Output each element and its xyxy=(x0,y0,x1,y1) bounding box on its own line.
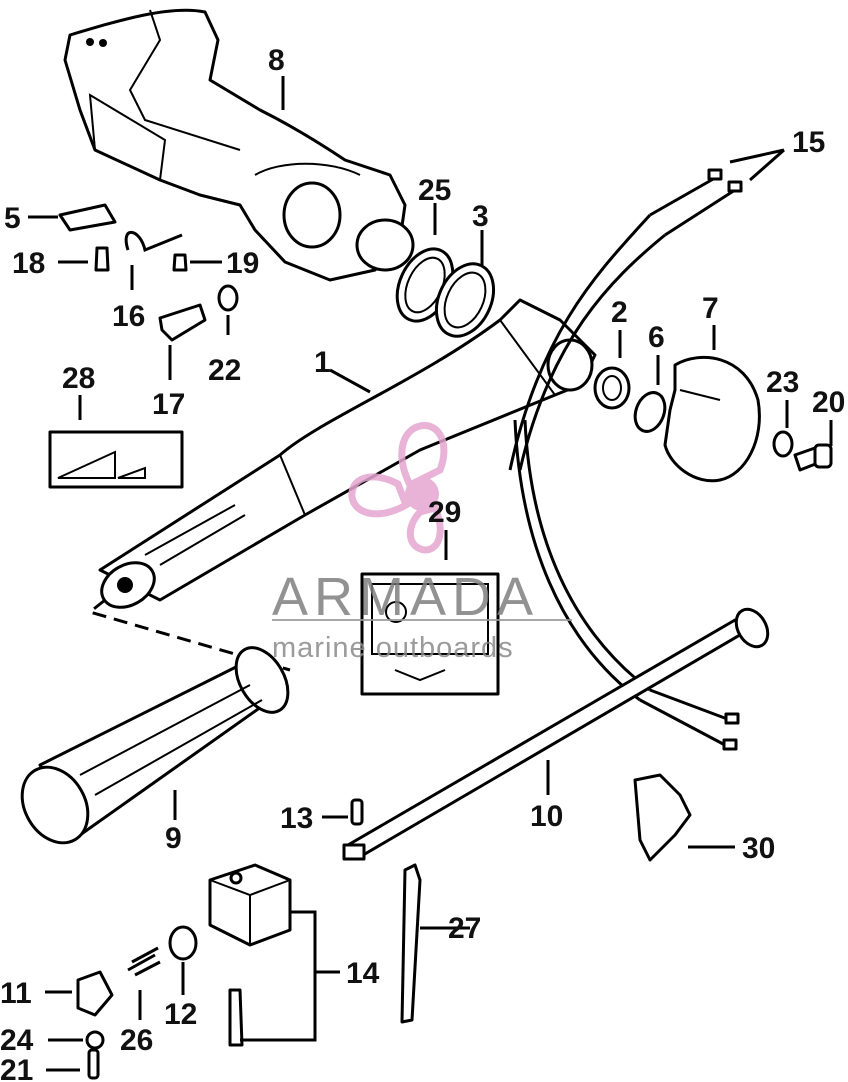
callout-22: 22 xyxy=(208,354,241,387)
part-21-screw xyxy=(87,1048,100,1080)
callout-5: 5 xyxy=(4,202,21,235)
callout-20: 20 xyxy=(812,386,845,419)
part-3-ring xyxy=(434,262,496,338)
callout-2: 2 xyxy=(611,296,628,329)
watermark: ARMADA marine outboards xyxy=(272,422,572,664)
callout-17: 17 xyxy=(152,388,185,421)
callout-29: 29 xyxy=(428,496,461,529)
part-30-plate xyxy=(633,773,692,862)
watermark-title: ARMADA xyxy=(272,567,539,627)
part-11-nut xyxy=(76,970,114,1017)
part-24-lockwasher xyxy=(85,1030,105,1050)
callout-10: 10 xyxy=(530,800,563,833)
callout-8: 8 xyxy=(268,44,285,77)
part-13-pin xyxy=(350,798,364,826)
callout-26: 26 xyxy=(120,1024,153,1057)
part-16-spring-clip xyxy=(124,230,183,253)
callout-21: 21 xyxy=(0,1054,33,1082)
part-10-rod xyxy=(342,607,770,861)
callout-23: 23 xyxy=(766,366,799,399)
part-29-decal xyxy=(360,572,500,696)
callout-11: 11 xyxy=(0,977,32,1010)
part-12-clip xyxy=(168,925,198,961)
part-20-bolt xyxy=(793,443,833,472)
callout-19: 19 xyxy=(226,247,259,280)
part-15-cables xyxy=(508,168,743,751)
propeller-logo xyxy=(348,422,448,554)
callout-25: 25 xyxy=(418,174,451,207)
part-2-bushing xyxy=(593,366,631,410)
callout-9: 9 xyxy=(165,822,182,855)
part-19-screw xyxy=(172,253,188,272)
callout-18: 18 xyxy=(12,247,45,280)
part-23-washer xyxy=(772,430,794,458)
callout-24: 24 xyxy=(0,1024,34,1057)
part-8-bracket-housing xyxy=(63,8,415,282)
part-5-plate xyxy=(58,203,117,232)
callout-3: 3 xyxy=(472,200,489,233)
part-14-block xyxy=(208,863,292,1047)
part-7-end-cap xyxy=(663,355,761,483)
callout-16: 16 xyxy=(112,300,145,333)
callout-6: 6 xyxy=(648,321,665,354)
callout-14: 14 xyxy=(346,957,380,990)
leader-lines xyxy=(28,76,833,1072)
callout-30: 30 xyxy=(742,832,775,865)
part-6-washer xyxy=(633,391,667,433)
callout-27: 27 xyxy=(448,912,481,945)
dashed-leader xyxy=(86,598,291,672)
callout-12: 12 xyxy=(164,998,197,1031)
part-9-grip xyxy=(20,646,290,845)
callout-15: 15 xyxy=(792,126,825,159)
callout-7: 7 xyxy=(702,292,719,325)
callout-13: 13 xyxy=(280,802,313,835)
part-17-bolt xyxy=(158,303,207,342)
part-27-cable-tie xyxy=(400,863,422,1024)
callout-28: 28 xyxy=(62,362,95,395)
callout-1: 1 xyxy=(314,346,331,379)
callout-labels: 8 15 25 3 5 18 19 16 22 17 28 1 2 7 6 23… xyxy=(0,44,845,1082)
part-28-decal xyxy=(48,430,184,489)
part-18-screw xyxy=(94,246,110,272)
part-1-tiller-arm xyxy=(98,298,597,609)
part-22-washer xyxy=(217,284,239,312)
part-26-spring xyxy=(127,946,161,977)
watermark-subtitle: marine outboards xyxy=(272,632,514,664)
